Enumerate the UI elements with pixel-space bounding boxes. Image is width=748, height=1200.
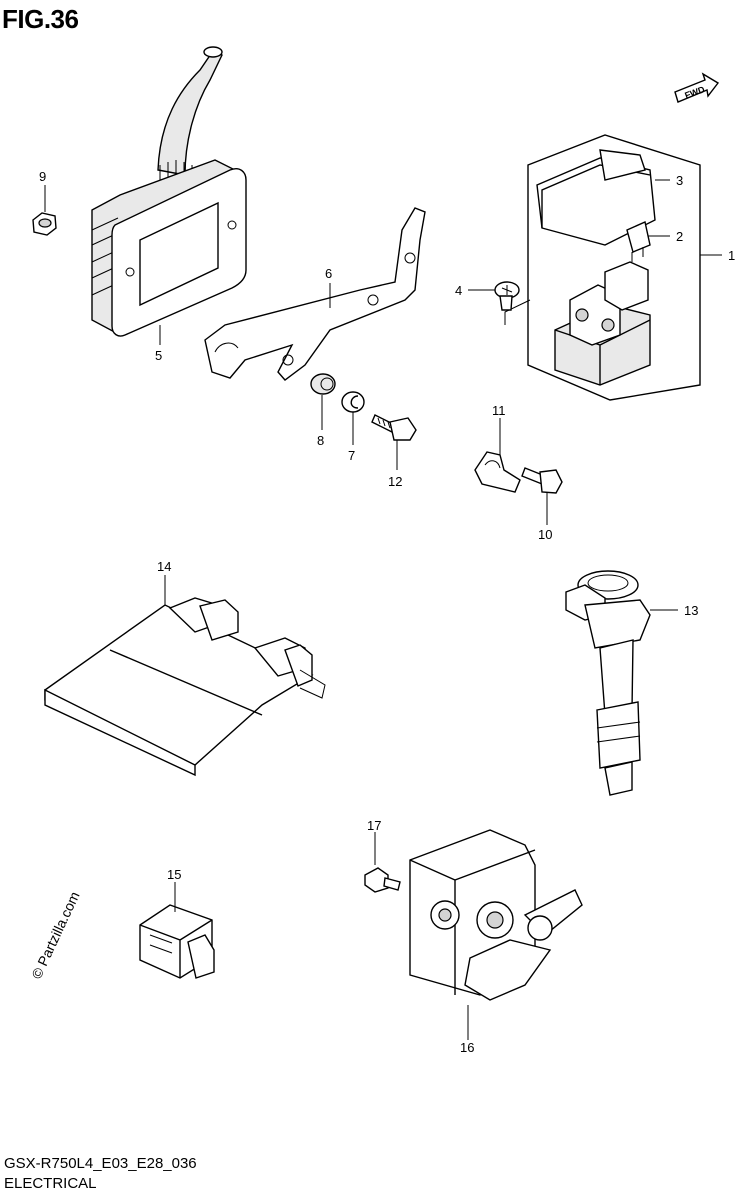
callout-16: 16 <box>460 1040 474 1055</box>
callout-13: 13 <box>684 603 698 618</box>
spacer-part-7 <box>341 391 365 413</box>
ignition-coil-part-13 <box>565 570 651 796</box>
callout-14: 14 <box>157 559 171 574</box>
relay-part-15 <box>139 904 215 979</box>
screw-part-17 <box>364 867 401 893</box>
callout-1: 1 <box>728 248 735 263</box>
callout-17: 17 <box>367 818 381 833</box>
figure-title: FIG.36 <box>2 4 79 34</box>
callout-4: 4 <box>455 283 462 298</box>
callout-6: 6 <box>325 266 332 281</box>
watermark-text: © Partzilla.com <box>28 889 82 981</box>
model-code: GSX-R750L4_E03_E28_036 <box>4 1155 197 1172</box>
sensor-part-16 <box>409 829 583 1001</box>
section-name: ELECTRICAL <box>4 1175 97 1192</box>
callout-12: 12 <box>388 474 402 489</box>
callout-3: 3 <box>676 173 683 188</box>
grommet-part-8 <box>310 373 336 395</box>
regulator-rectifier-part <box>91 46 247 337</box>
callout-15: 15 <box>167 867 181 882</box>
ecm-control-unit-part-14 <box>44 597 326 777</box>
clamp-part-11 <box>474 451 521 493</box>
callout-8: 8 <box>317 433 324 448</box>
callout-7: 7 <box>348 448 355 463</box>
bolt-part-10 <box>521 467 563 494</box>
starter-relay-assembly-part-1 <box>504 134 701 401</box>
callout-10: 10 <box>538 527 552 542</box>
bracket-part-6 <box>204 207 426 381</box>
callout-2: 2 <box>676 229 683 244</box>
callout-11: 11 <box>492 403 506 418</box>
leader-lines <box>44 179 722 1040</box>
screw-part-4 <box>494 281 520 311</box>
callout-5: 5 <box>155 348 162 363</box>
bolt-part-12 <box>371 414 417 441</box>
fwd-arrow-icon: FWD <box>674 72 720 103</box>
nut-part-9 <box>32 212 57 236</box>
callout-9: 9 <box>39 169 46 184</box>
